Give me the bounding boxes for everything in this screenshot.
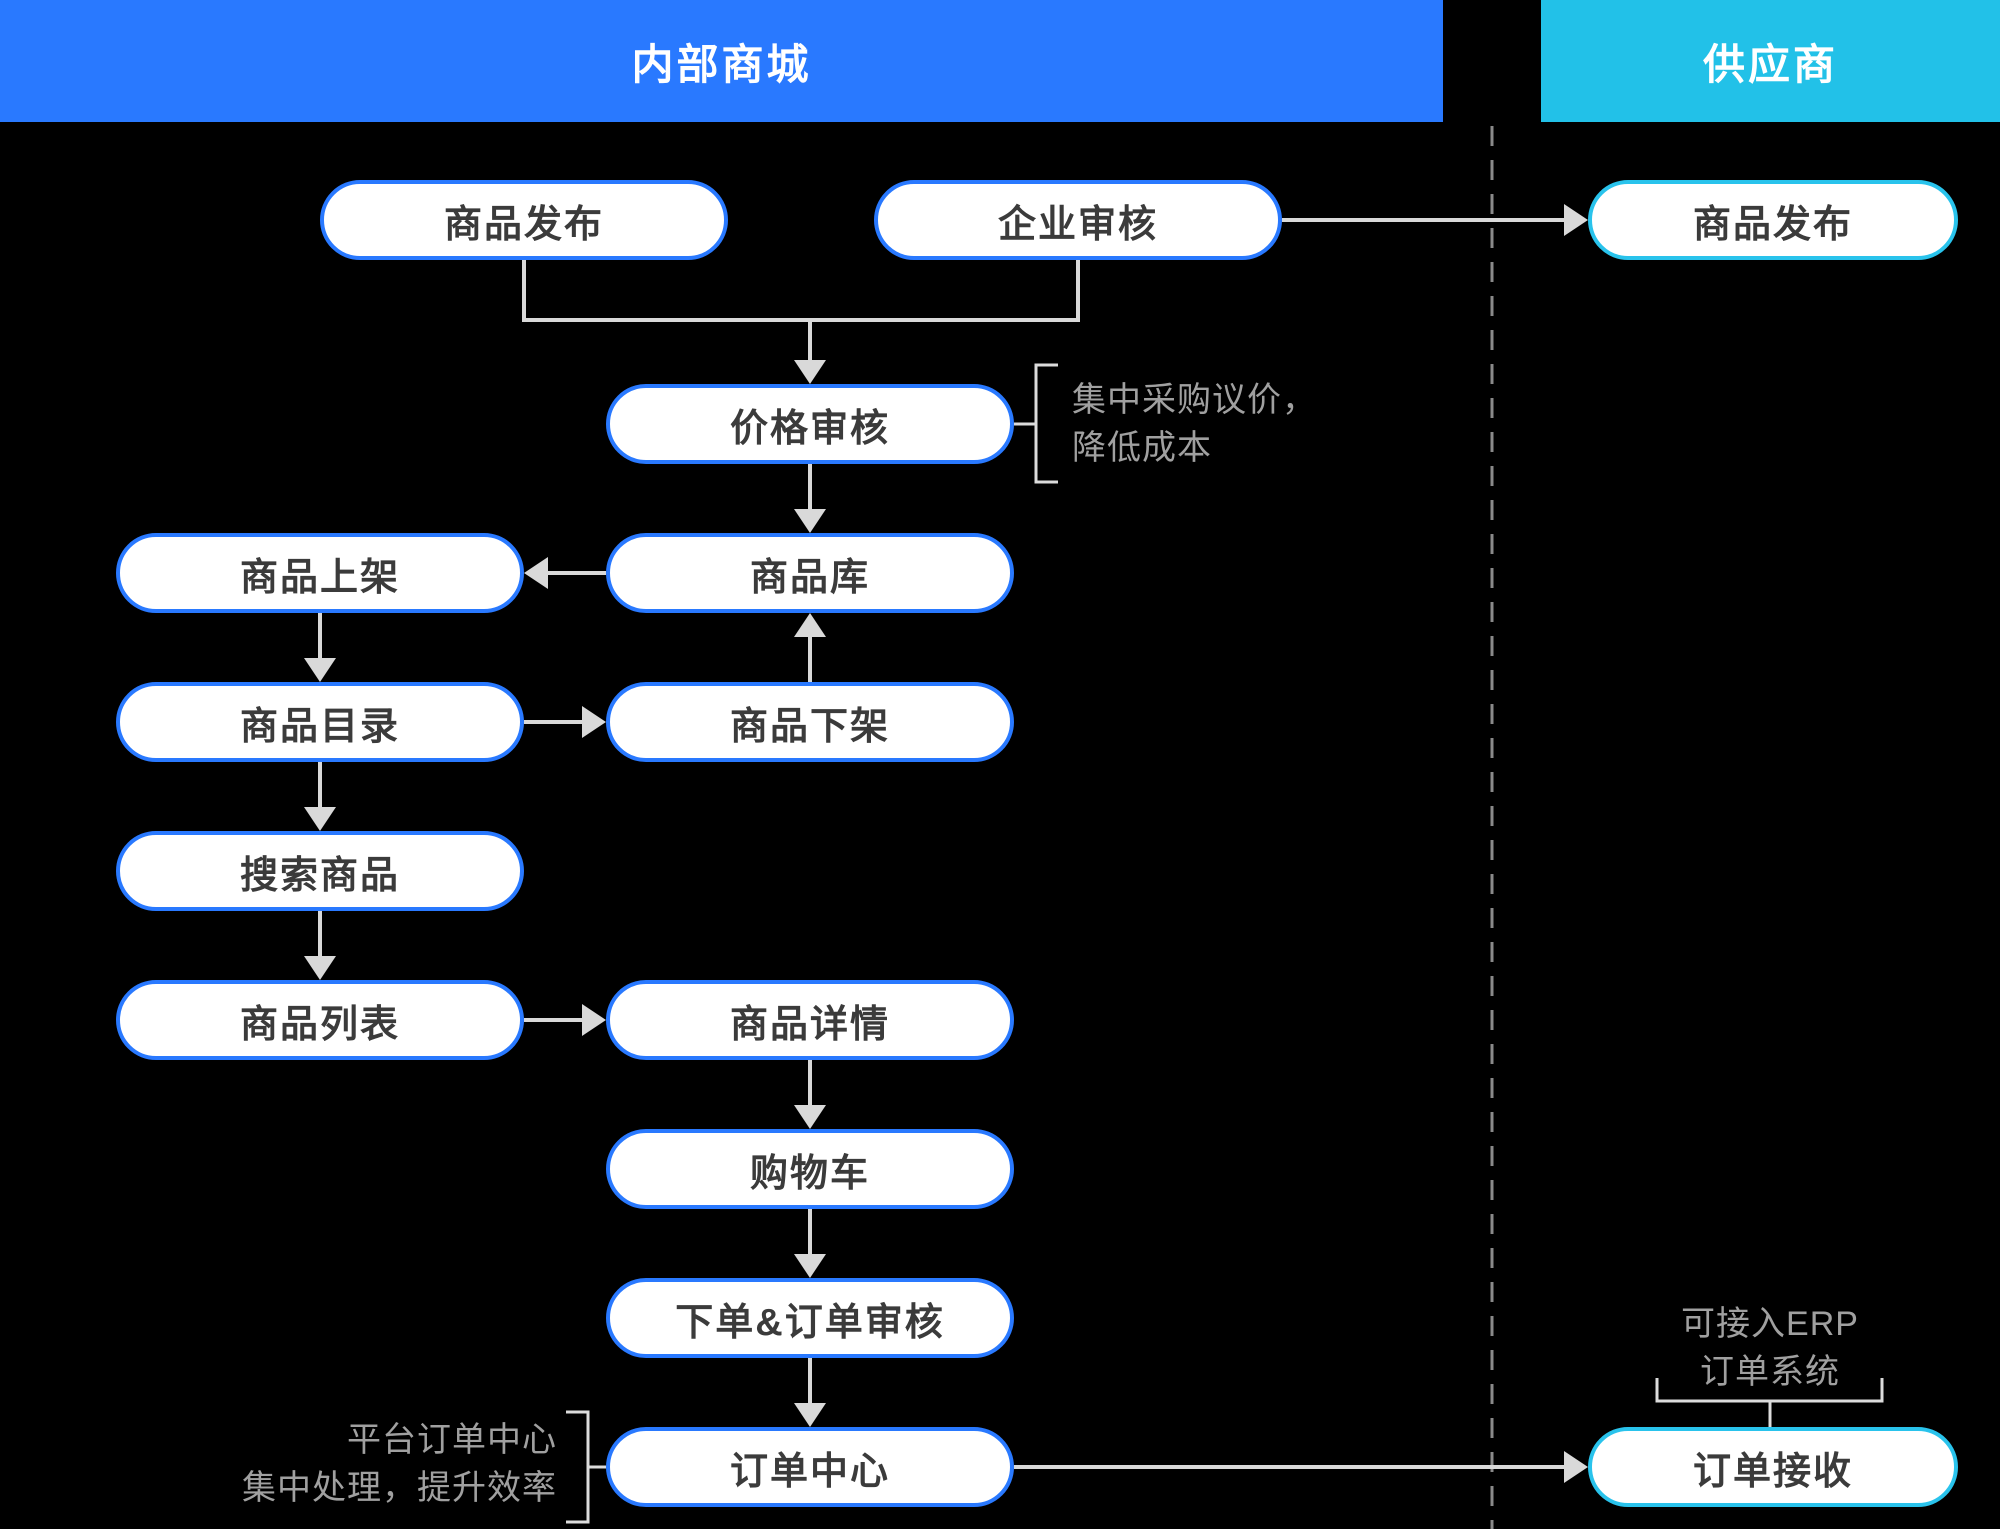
erp-note-bracket [1655, 1378, 1884, 1427]
node-label: 订单中心 [729, 1450, 890, 1493]
arrowhead-search-to-list [304, 956, 336, 980]
arrowhead-delisting-to-library [794, 613, 826, 637]
node-label: 商品发布 [1692, 203, 1853, 246]
node-enterprise-review: 企业审核 [874, 180, 1282, 260]
node-price-review: 价格审核 [606, 384, 1014, 464]
lane-header-supplier: 供应商 [1541, 0, 2000, 122]
node-search-products: 搜索商品 [116, 831, 524, 911]
arrowhead-catalog-to-search [304, 807, 336, 831]
node-label: 商品目录 [239, 705, 400, 748]
node-product-listing: 商品上架 [116, 533, 524, 613]
node-internal-product-publish: 商品发布 [320, 180, 728, 260]
order-center-note: 平台订单中心 集中处理，提升效率 [157, 1416, 557, 1512]
node-label: 购物车 [749, 1152, 870, 1195]
node-supplier-product-publish: 商品发布 [1588, 180, 1958, 260]
arrowhead-catalog-to-delisting [582, 706, 606, 738]
erp-note-line1: 可接入ERP [1681, 1305, 1859, 1343]
node-order-center: 订单中心 [606, 1427, 1014, 1507]
arrowhead-junction-to-price [794, 360, 826, 384]
arrowhead-price-to-library [794, 509, 826, 533]
arrowhead-cart-to-order [794, 1254, 826, 1278]
order-center-note-line2: 集中处理，提升效率 [242, 1469, 557, 1507]
node-label: 搜索商品 [239, 854, 400, 897]
connector-publish-review-junction [522, 260, 1080, 322]
node-label: 商品上架 [239, 556, 400, 599]
erp-note-line2: 订单系统 [1700, 1353, 1840, 1391]
arrowhead-library-to-listing [524, 557, 548, 589]
node-order-receive: 订单接收 [1588, 1427, 1958, 1507]
node-label: 商品下架 [729, 705, 890, 748]
lane-header-internal-label: 内部商城 [631, 40, 812, 88]
arrowhead-detail-to-cart [794, 1105, 826, 1129]
arrowhead-order-to-center [794, 1403, 826, 1427]
order-center-note-line1: 平台订单中心 [347, 1421, 557, 1459]
node-label: 商品详情 [729, 1003, 890, 1046]
node-label: 企业审核 [997, 203, 1158, 246]
node-place-order-review: 下单&订单审核 [606, 1278, 1014, 1358]
price-note-bracket [1014, 363, 1058, 484]
node-product-library: 商品库 [606, 533, 1014, 613]
arrowhead-list-to-detail [582, 1004, 606, 1036]
erp-note: 可接入ERP 订单系统 [1570, 1300, 1970, 1396]
node-product-delisting: 商品下架 [606, 682, 1014, 762]
node-label: 订单接收 [1692, 1450, 1853, 1493]
price-note-line2: 降低成本 [1072, 429, 1212, 467]
price-note-line1: 集中采购议价， [1072, 381, 1317, 419]
price-note: 集中采购议价， 降低成本 [1072, 376, 1317, 472]
node-product-list: 商品列表 [116, 980, 524, 1060]
arrowhead-center-to-receive [1564, 1451, 1588, 1483]
node-product-detail: 商品详情 [606, 980, 1014, 1060]
node-label: 商品发布 [443, 203, 604, 246]
node-label: 商品库 [749, 556, 870, 599]
node-product-catalog: 商品目录 [116, 682, 524, 762]
arrowhead-review-to-supplier [1564, 204, 1588, 236]
lane-header-supplier-label: 供应商 [1702, 40, 1838, 88]
arrowhead-listing-to-catalog [304, 658, 336, 682]
lane-header-internal: 内部商城 [0, 0, 1443, 122]
node-label: 价格审核 [729, 407, 890, 450]
node-label: 商品列表 [239, 1003, 400, 1046]
order-center-note-bracket [566, 1410, 606, 1524]
node-shopping-cart: 购物车 [606, 1129, 1014, 1209]
node-label: 下单&订单审核 [675, 1301, 945, 1344]
